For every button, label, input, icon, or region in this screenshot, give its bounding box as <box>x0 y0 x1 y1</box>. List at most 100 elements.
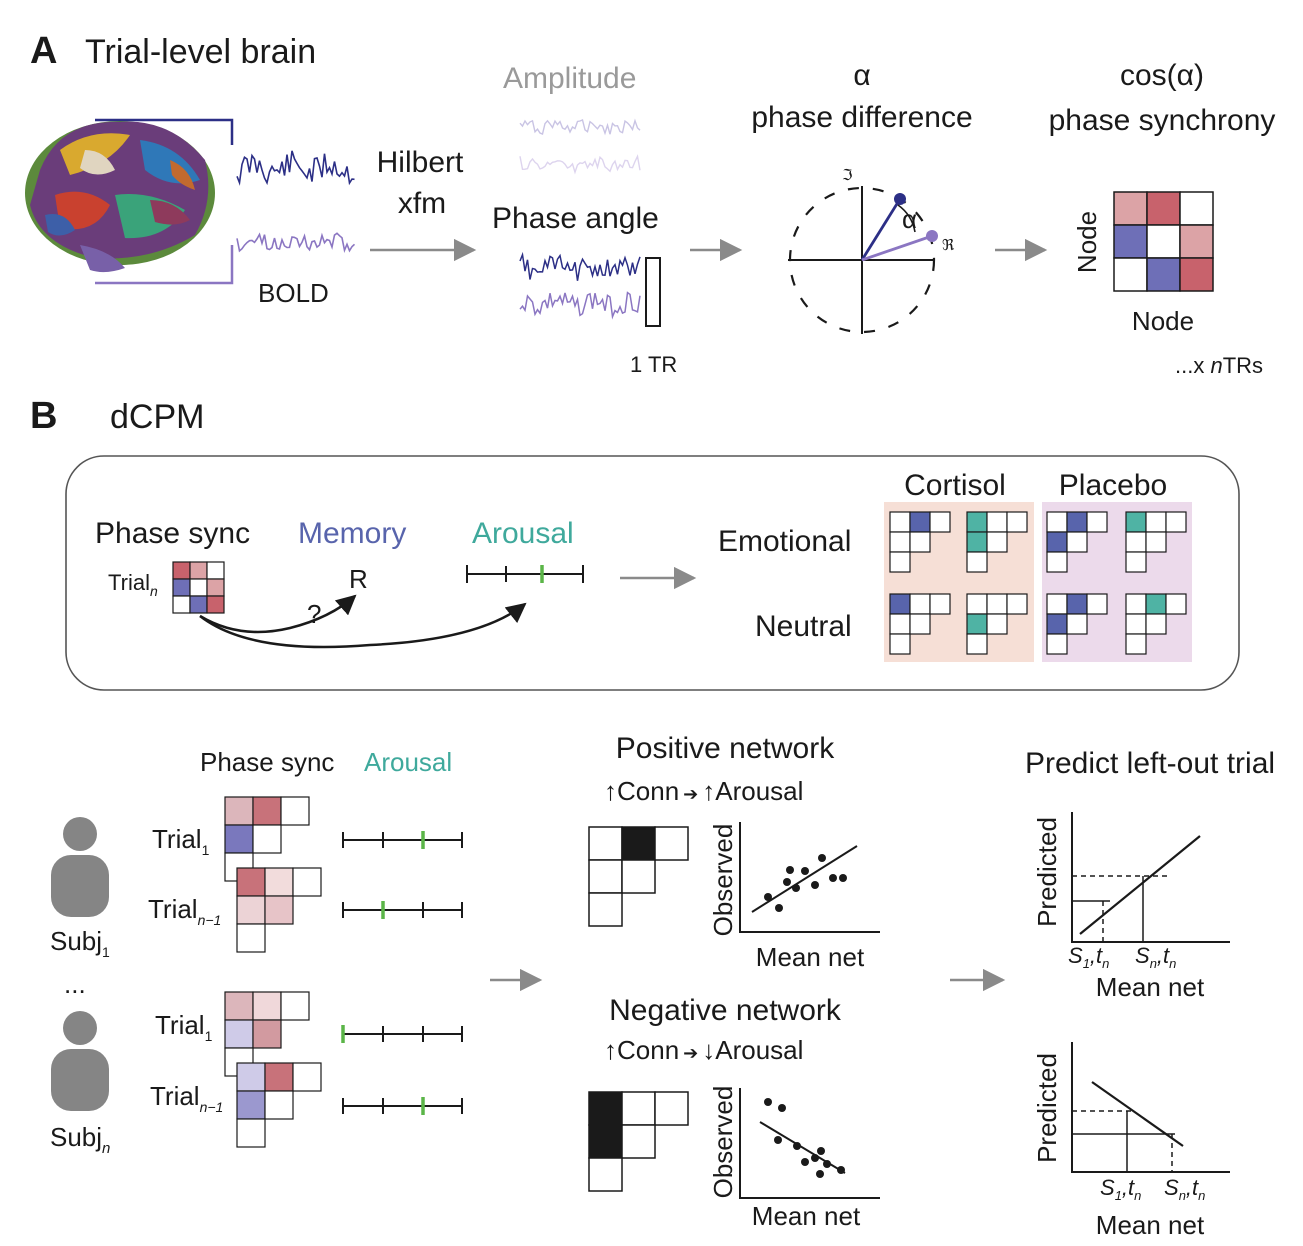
real-axis-symbol: ℜ <box>942 237 954 254</box>
trial-matrix-s1-tn1 <box>236 867 322 953</box>
arousal-scale-sn-tn1 <box>342 1097 463 1115</box>
panel-b-letter: B <box>30 395 57 437</box>
cortisol-emotional-arousal-matrix <box>966 511 1028 573</box>
negative-network-title: Negative network <box>609 994 842 1027</box>
phase-point-navy <box>894 193 906 205</box>
positive-network-title: Positive network <box>616 732 835 765</box>
memory-response: R <box>349 564 368 594</box>
node-label-horizontal: Node <box>1132 306 1194 336</box>
lower-phase-sync-label: Phase sync <box>200 747 334 777</box>
negative-network-rule: ↑Conn➔↓Arousal <box>604 1035 803 1065</box>
phase-angle-label: Phase angle <box>492 202 659 235</box>
trial-label-s1-tn1: Trialn−1 <box>148 894 221 928</box>
panel-a-letter: A <box>30 30 57 72</box>
memory-label: Memory <box>298 517 406 550</box>
box-arousal-scale <box>466 565 584 583</box>
box-trial-matrix <box>172 561 225 614</box>
phase-difference-label: phase difference <box>751 101 972 134</box>
phase-vector-purple <box>861 234 933 262</box>
bold-signal-navy <box>236 150 355 186</box>
arousal-scale-s1-t1 <box>342 831 463 849</box>
trial-matrices <box>224 796 322 1148</box>
subject-icon-n <box>51 1011 109 1111</box>
predicted-label-positive: Predicted <box>1032 817 1062 927</box>
bold-label: BOLD <box>258 278 329 308</box>
negative-network-matrix <box>588 1091 689 1192</box>
question-mark: ? <box>307 599 321 629</box>
prediction-plot-negative <box>1071 1042 1230 1173</box>
negative-mean-net-label: Mean net <box>752 1201 861 1231</box>
angle-symbol: α <box>902 204 917 234</box>
trial-label-sn-t1: Trial1 <box>155 1010 213 1044</box>
hilbert-label-line1: Hilbert <box>377 146 464 179</box>
lower-arousal-label: Arousal <box>364 747 452 777</box>
phase-point-purple <box>926 230 938 242</box>
box-trial-label: Trialn <box>108 570 158 599</box>
positive-scatter-plot <box>739 822 880 933</box>
trial-matrix-s1-t1 <box>224 796 310 882</box>
brain-bracket-bottom <box>95 245 234 285</box>
box-phase-sync-label: Phase sync <box>95 517 250 550</box>
hilbert-label-line2: xfm <box>398 187 446 220</box>
cortisol-label: Cortisol <box>904 469 1006 502</box>
trial-label-sn-tn1: Trialn−1 <box>150 1081 223 1115</box>
box-arousal-label: Arousal <box>472 517 574 550</box>
subjects-ellipsis: ... <box>64 969 86 999</box>
placebo-emotional-arousal-matrix <box>1125 511 1187 573</box>
placebo-emotional-memory-matrix <box>1046 511 1108 573</box>
subject-label-1: Subj1 <box>50 926 110 960</box>
positive-network-rule: ↑Conn➔↑Arousal <box>604 776 803 806</box>
positive-network-matrix <box>588 826 689 927</box>
trial-label-s1-t1: Trial1 <box>152 824 210 858</box>
mean-net-label-prediction-negative: Mean net <box>1096 1210 1205 1240</box>
ntrs-label: ...x nTRs <box>1175 353 1263 378</box>
cos-label: cos(α) <box>1120 59 1204 92</box>
cortisol-neutral-memory-matrix <box>889 593 951 655</box>
placebo-neutral-memory-matrix <box>1046 593 1108 655</box>
neutral-label: Neutral <box>755 610 852 643</box>
phase-vector-navy <box>860 198 902 261</box>
arrow-to-arousal <box>199 602 527 649</box>
panel-a-title: Trial-level brain <box>85 33 316 71</box>
bold-signal-purple <box>236 232 356 254</box>
placebo-label: Placebo <box>1059 469 1167 502</box>
arousal-scale-sn-t1 <box>341 1025 463 1043</box>
mean-net-label-prediction-positive: Mean net <box>1096 972 1205 1002</box>
synchrony-matrix <box>1113 191 1214 292</box>
trial-matrix-sn-t1 <box>224 991 310 1077</box>
panel-b-title: dCPM <box>110 398 204 436</box>
alpha-symbol: α <box>853 59 870 92</box>
arousal-scale-s1-tn1 <box>342 901 463 919</box>
predicted-label-negative: Predicted <box>1032 1053 1062 1163</box>
amplitude-label: Amplitude <box>503 62 636 95</box>
subject-label-n: Subjn <box>50 1122 110 1157</box>
sn-tn-label-negative: Sn,tn <box>1164 1175 1205 1203</box>
brain-bracket-top <box>95 118 234 145</box>
trial-matrix-sn-tn1 <box>236 1062 322 1148</box>
cortisol-emotional-memory-matrix <box>889 511 951 573</box>
prediction-plot-positive <box>1071 812 1230 943</box>
placebo-neutral-arousal-matrix <box>1125 593 1187 655</box>
brain-illustration <box>25 121 215 273</box>
tr-label: 1 TR <box>630 352 677 377</box>
phase-signal-purple <box>519 291 641 320</box>
amplitude-signal-1 <box>519 118 641 136</box>
tr-window-box <box>645 257 661 327</box>
sn-tn-label-positive: Sn,tn <box>1135 943 1176 971</box>
subject-icon-1 <box>51 817 109 917</box>
negative-observed-label: Observed <box>708 1086 738 1199</box>
node-label-vertical: Node <box>1072 211 1102 273</box>
angle-arc <box>897 204 916 233</box>
dcpm-box <box>65 455 1240 691</box>
positive-mean-net-label: Mean net <box>756 942 865 972</box>
cortisol-neutral-arousal-matrix <box>966 593 1028 655</box>
predict-title: Predict left-out trial <box>1025 747 1275 780</box>
arrow-to-memory <box>199 594 357 634</box>
negative-scatter-plot <box>739 1088 880 1199</box>
positive-observed-label: Observed <box>708 824 738 937</box>
phase-synchrony-label: phase synchrony <box>1049 104 1276 137</box>
amplitude-signal-2 <box>519 154 641 175</box>
s1-tn-label-positive: S1,tn <box>1068 943 1109 971</box>
emotional-label: Emotional <box>718 525 851 558</box>
